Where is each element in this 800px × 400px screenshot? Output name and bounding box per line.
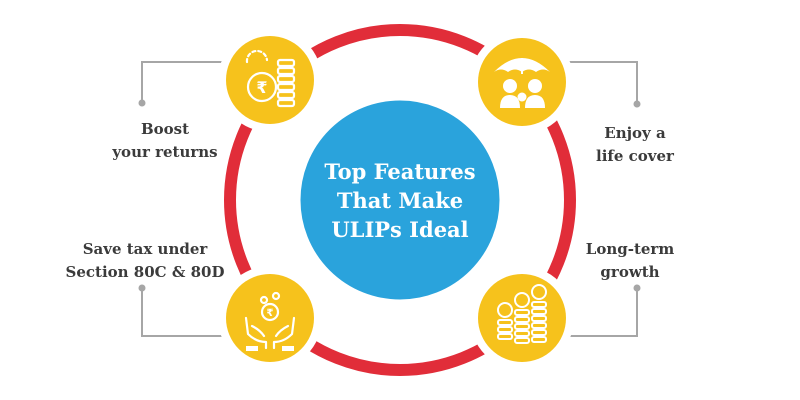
svg-text:₹: ₹ bbox=[256, 78, 267, 97]
connector-top-right bbox=[568, 61, 638, 102]
badge-top-right bbox=[470, 30, 574, 134]
outer-red-ring bbox=[224, 24, 576, 376]
feature-label-line: growth bbox=[600, 263, 660, 281]
rupee-coins-stack-icon: ₹ bbox=[245, 49, 296, 108]
feature-label-line: Enjoy a bbox=[604, 124, 666, 142]
hands-coins-icon: ₹ bbox=[244, 291, 296, 351]
badge-top-left: ₹ bbox=[218, 28, 322, 132]
connectors bbox=[141, 61, 638, 337]
feature-label-line: your returns bbox=[112, 143, 218, 161]
badge-bottom-left: ₹ bbox=[218, 266, 322, 370]
feature-label-line: Boost bbox=[140, 120, 190, 138]
center-disc bbox=[295, 95, 505, 305]
svg-text:₹: ₹ bbox=[267, 308, 274, 319]
connector-dot-bottom-right bbox=[633, 284, 641, 292]
center-title-line-2: That Make bbox=[336, 187, 464, 213]
center-title: Top Features That Make ULIPs Ideal bbox=[300, 120, 500, 280]
connector-top-left bbox=[141, 61, 228, 100]
feature-label-line: Section 80C & 80D bbox=[65, 263, 225, 281]
feature-label-save-tax: Save tax under Section 80C & 80D bbox=[40, 238, 250, 284]
badge-bottom-right bbox=[470, 266, 574, 370]
feature-label-line: Long-term bbox=[585, 240, 675, 258]
feature-label-line: Save tax under bbox=[82, 240, 208, 258]
connector-bottom-right bbox=[568, 288, 638, 337]
connector-bottom-left bbox=[141, 288, 228, 337]
connector-dot-top-left bbox=[138, 99, 146, 107]
connector-dot-bottom-left bbox=[138, 284, 146, 292]
connector-dot-top-right bbox=[633, 100, 641, 108]
feature-label-life-cover: Enjoy a life cover bbox=[560, 122, 710, 168]
connector-dots bbox=[138, 99, 641, 292]
feature-label-line: life cover bbox=[596, 147, 674, 165]
umbrella-family-icon bbox=[494, 58, 550, 108]
feature-label-boost-returns: Boost your returns bbox=[70, 118, 260, 164]
growing-rupee-coins-icon bbox=[497, 284, 547, 344]
center-title-line-1: Top Features bbox=[324, 158, 476, 184]
center-title-line-3: ULIPs Ideal bbox=[331, 216, 469, 242]
feature-label-long-term-growth: Long-term growth bbox=[555, 238, 705, 284]
